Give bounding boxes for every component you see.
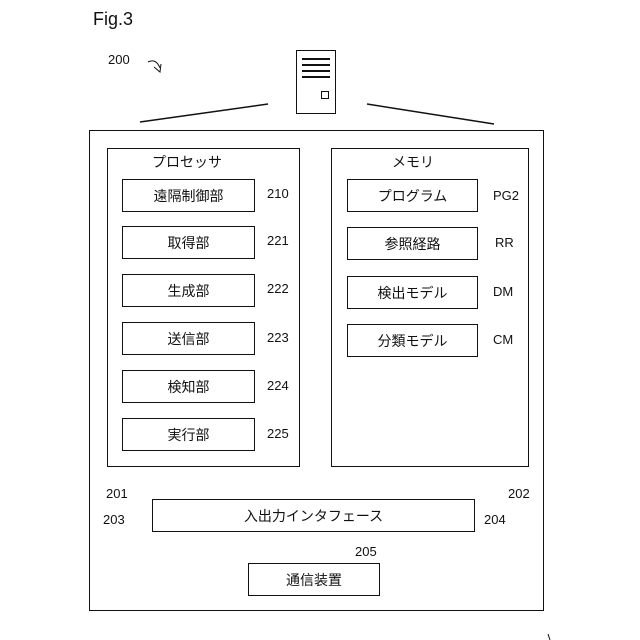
ref-210: 210	[267, 187, 289, 201]
device-ref: 200	[108, 53, 130, 67]
server-icon	[296, 50, 336, 114]
ref-pg2: PG2	[493, 189, 519, 203]
program-item: プログラム	[347, 179, 478, 212]
detection-model-item: 検出モデル	[347, 276, 478, 309]
generation-unit: 生成部	[122, 274, 255, 307]
transmission-unit: 送信部	[122, 322, 255, 355]
ref-rr: RR	[495, 236, 514, 250]
ref-202: 202	[508, 487, 530, 501]
ref-225: 225	[267, 427, 289, 441]
classification-model-item: 分類モデル	[347, 324, 478, 357]
ref-204: 204	[484, 513, 506, 527]
processor-label: プロセッサ	[152, 155, 222, 171]
acquisition-unit: 取得部	[122, 226, 255, 259]
io-interface: 入出力インタフェース	[152, 499, 475, 532]
ref-cm: CM	[493, 333, 513, 347]
ref-223: 223	[267, 331, 289, 345]
ref-203: 203	[103, 513, 125, 527]
execution-unit: 実行部	[122, 418, 255, 451]
communication-device: 通信装置	[248, 563, 380, 596]
ref-dm: DM	[493, 285, 513, 299]
figure-label: Fig.3	[93, 9, 133, 30]
memory-label: メモリ	[392, 155, 434, 171]
ref-201: 201	[106, 487, 128, 501]
ref-222: 222	[267, 282, 289, 296]
ref-224: 224	[267, 379, 289, 393]
reference-route-item: 参照経路	[347, 227, 478, 260]
detection-unit: 検知部	[122, 370, 255, 403]
remote-control-unit: 遠隔制御部	[122, 179, 255, 212]
ref-205: 205	[355, 545, 377, 559]
ref-221: 221	[267, 234, 289, 248]
